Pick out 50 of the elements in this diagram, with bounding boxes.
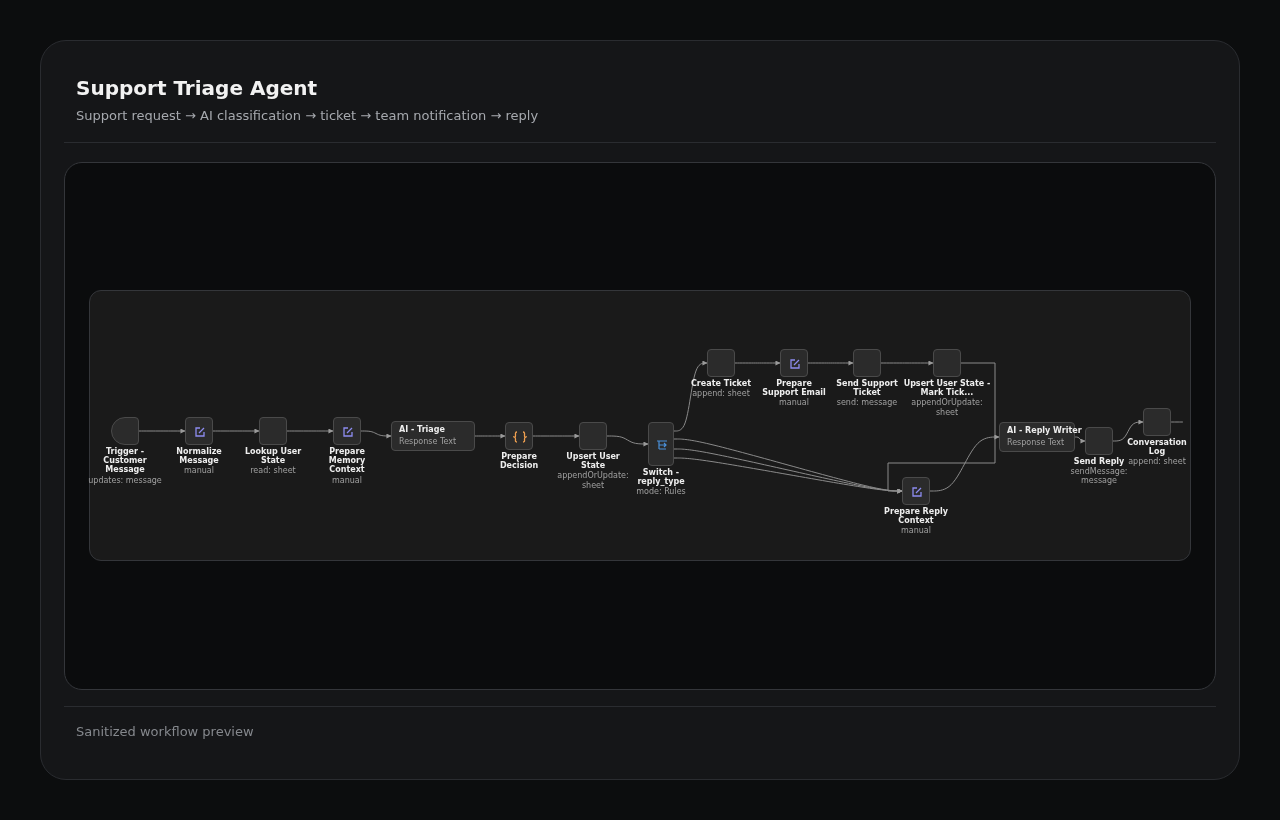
node-caption: manual <box>332 475 362 485</box>
node-caption: read: sheet <box>250 466 296 476</box>
connector <box>673 457 903 494</box>
node-title: AI - Reply Writer <box>1007 426 1082 435</box>
connector <box>474 433 506 439</box>
title: Support Triage Agent <box>76 76 318 100</box>
node-caption: manual <box>779 398 809 408</box>
node-caption: appendOrUpdate: sheet <box>910 398 984 417</box>
connector <box>887 362 996 494</box>
node-label: Prepare Reply Context <box>883 507 949 526</box>
connector <box>212 428 260 434</box>
connector <box>286 428 334 434</box>
connector <box>606 435 649 447</box>
subtitle: Support request → AI classification → ticket → team notification → reply <box>76 108 539 123</box>
node-label: Prepare Support Email <box>761 379 827 398</box>
node-label: Upsert User State - Mark Tick... <box>902 379 992 398</box>
node-caption: send: message <box>836 398 898 408</box>
connector <box>1170 421 1184 423</box>
node-caption: manual <box>184 466 214 476</box>
node-caption: append: sheet <box>692 389 750 399</box>
connector <box>360 430 392 439</box>
node-label: Prepare Memory Context <box>327 447 367 475</box>
connector <box>807 360 854 366</box>
node-label: Send Support Ticket <box>835 379 899 398</box>
node-caption: sendMessage: message <box>1069 467 1129 486</box>
node-label: Create Ticket <box>691 379 751 389</box>
connector <box>734 360 781 366</box>
node-caption: manual <box>901 526 931 536</box>
connector <box>532 433 580 439</box>
node-caption: updates: message <box>88 475 162 485</box>
connector <box>880 360 934 366</box>
node-caption: append: sheet <box>1128 457 1186 467</box>
node-label: Prepare Decision <box>498 452 540 471</box>
connector <box>929 434 1000 492</box>
node-label: Normalize Message <box>175 447 223 466</box>
node-label: Conversation Log <box>1126 438 1188 457</box>
connector <box>1074 436 1086 444</box>
node-caption: appendOrUpdate: sheet <box>556 471 630 490</box>
node-subtitle: Response Text <box>1007 438 1065 447</box>
connector <box>673 360 708 432</box>
node-title: AI - Triage <box>399 425 445 434</box>
node-subtitle: Response Text <box>399 437 457 446</box>
node-label: Upsert User State <box>565 452 621 471</box>
node-label: Send Reply <box>1073 457 1125 467</box>
footer-note: Sanitized workflow preview <box>76 724 254 739</box>
connector <box>1112 419 1144 442</box>
node-label: Lookup User State <box>243 447 303 466</box>
connector <box>138 428 186 434</box>
node-label: Trigger - Customer Message <box>102 447 148 475</box>
node-caption: mode: Rules <box>636 487 686 497</box>
